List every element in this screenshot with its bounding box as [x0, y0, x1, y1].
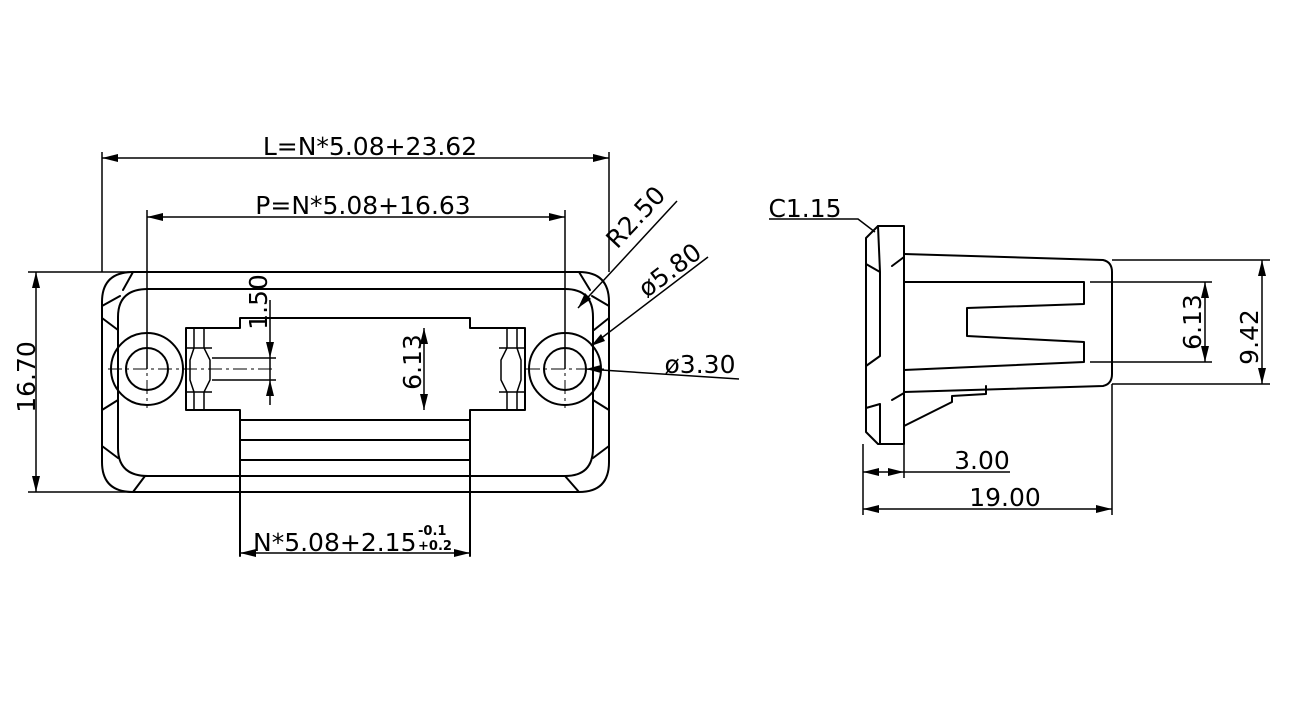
side-flange-steps — [865, 225, 905, 445]
corner-bevel-bl — [101, 399, 146, 493]
side-flange — [865, 225, 905, 445]
length-label: L=N*5.08+23.62 — [263, 132, 477, 161]
side-view: C1.15 6.13 9.42 3.00 19.00 — [768, 194, 1270, 515]
front-view: L=N*5.08+23.62 P=N*5.08+16.63 16.70 1.50… — [12, 132, 740, 557]
opening-arrow-right — [454, 549, 470, 557]
pitch-dim-line — [146, 210, 566, 369]
length-arrow-left — [102, 154, 118, 162]
side-latch-ramp — [903, 385, 987, 427]
height-arrow-bottom — [32, 476, 40, 492]
slot-offset-arrow-bottom — [266, 380, 274, 396]
hole-diameter-arrow — [586, 365, 601, 373]
opening-tol-lower: +0.2 — [418, 539, 452, 554]
inner-height-arrow-bottom — [420, 394, 428, 410]
left-latch — [186, 328, 212, 410]
length-arrow-right — [593, 154, 609, 162]
side-body-arrow-top — [1258, 260, 1266, 276]
central-window — [185, 317, 526, 421]
flange-label: 3.00 — [954, 446, 1010, 475]
opening-tol-upper: -0.1 — [418, 524, 446, 539]
side-body-dim-line — [1112, 259, 1270, 385]
depth-arrow-right — [1096, 505, 1112, 513]
boss-diameter-leader — [590, 256, 709, 347]
side-body-arrow-bottom — [1258, 368, 1266, 384]
depth-label: 19.00 — [969, 483, 1041, 512]
height-label: 16.70 — [12, 341, 41, 413]
side-inner-arrow-top — [1201, 282, 1209, 298]
chamfer-leader — [769, 218, 876, 233]
side-body-height-label: 9.42 — [1235, 309, 1264, 365]
slot-offset-arrow-top — [266, 342, 274, 358]
slot-offset-label: 1.50 — [244, 274, 273, 330]
corner-bevel-br — [564, 399, 610, 493]
pitch-label: P=N*5.08+16.63 — [255, 191, 470, 220]
boss-diameter-label: ø5.80 — [633, 237, 707, 303]
depth-arrow-left — [863, 505, 879, 513]
corner-bevel-tr — [578, 271, 610, 331]
opening-lines — [239, 419, 471, 557]
pitch-arrow-right — [549, 213, 565, 221]
right-latch — [499, 328, 525, 410]
pitch-arrow-left — [147, 213, 163, 221]
boss-diameter-arrow — [591, 334, 605, 346]
height-dim-line — [28, 271, 133, 493]
side-slot — [903, 281, 1085, 371]
radius-leader — [577, 200, 678, 309]
inner-height-arrow-top — [420, 328, 428, 344]
side-inner-arrow-bottom — [1201, 346, 1209, 362]
side-inner-height-label: 6.13 — [1178, 294, 1207, 350]
inner-height-label: 6.13 — [398, 334, 427, 390]
opening-arrow-left — [240, 549, 256, 557]
radius-arrow — [578, 293, 591, 308]
height-arrow-top — [32, 272, 40, 288]
flange-arrow-left — [863, 468, 879, 476]
side-body — [903, 253, 1113, 393]
flange-arrow-right — [888, 468, 904, 476]
hole-diameter-leader — [585, 368, 740, 380]
hole-diameter-label: ø3.30 — [665, 350, 736, 379]
corner-bevel-tl — [101, 271, 134, 331]
opening-label: N*5.08+2.15 — [253, 528, 416, 557]
radius-label: R2.50 — [600, 181, 671, 254]
length-dim-line — [101, 152, 610, 272]
chamfer-label: C1.15 — [768, 194, 841, 223]
